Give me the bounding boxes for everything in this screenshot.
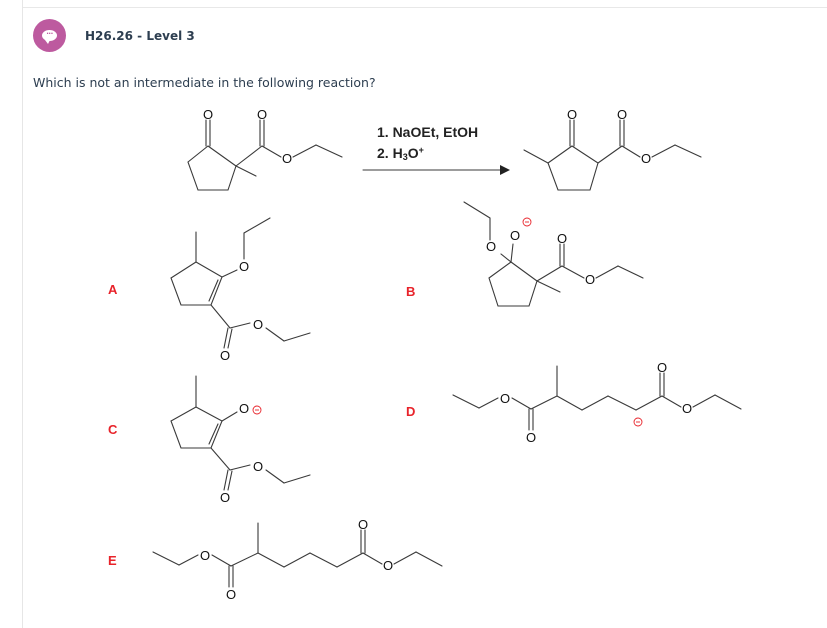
svg-text:O: O (239, 401, 249, 416)
option-label-c: C (108, 422, 118, 437)
svg-text:O: O (383, 558, 393, 573)
option-a-structure (170, 217, 311, 349)
svg-text:O: O (557, 231, 567, 246)
option-b-structure (463, 201, 644, 307)
left-margin (0, 0, 23, 628)
option-c-structure (170, 375, 311, 491)
svg-text:O: O (585, 272, 595, 287)
option-label-d: D (406, 404, 415, 419)
product-structure (523, 119, 702, 191)
question-card: ··· H26.26 - Level 3 Which is not an int… (23, 8, 827, 628)
svg-text:O: O (200, 548, 210, 563)
option-label-b: B (406, 284, 415, 299)
svg-text:O: O (657, 360, 667, 375)
svg-text:O: O (526, 430, 536, 445)
reagent-line-1: 1. NaOEt, EtOH (377, 124, 478, 140)
option-d-structure (452, 365, 742, 431)
svg-text:O: O (239, 259, 249, 274)
svg-text:O: O (226, 587, 236, 602)
svg-text:O: O (358, 517, 368, 532)
svg-text:O: O (500, 391, 510, 406)
svg-text:O: O (282, 151, 292, 166)
svg-text:O: O (257, 107, 267, 122)
option-e-structure (152, 522, 443, 588)
svg-text:O: O (567, 107, 577, 122)
svg-text:O: O (253, 317, 263, 332)
arrow-head-icon (500, 165, 510, 175)
top-divider (23, 0, 827, 8)
question-title: H26.26 - Level 3 (85, 28, 195, 43)
svg-text:O: O (203, 107, 213, 122)
question-text: Which is not an intermediate in the foll… (33, 75, 376, 90)
negative-charge-icons (252, 217, 643, 427)
svg-text:O: O (641, 151, 651, 166)
svg-text:O: O (617, 107, 627, 122)
option-label-e: E (108, 553, 117, 568)
option-label-a: A (108, 282, 118, 297)
svg-text:O: O (510, 228, 520, 243)
svg-text:O: O (220, 490, 230, 505)
svg-text:O: O (682, 401, 692, 416)
reagent-line-2: 2. H3O+ (377, 145, 424, 162)
svg-text:O: O (253, 459, 263, 474)
svg-text:O: O (486, 239, 496, 254)
chat-bubble-icon: ··· (33, 19, 66, 52)
question-header: ··· H26.26 - Level 3 (33, 19, 195, 52)
reactant-structure (187, 119, 343, 191)
svg-text:O: O (220, 348, 230, 363)
